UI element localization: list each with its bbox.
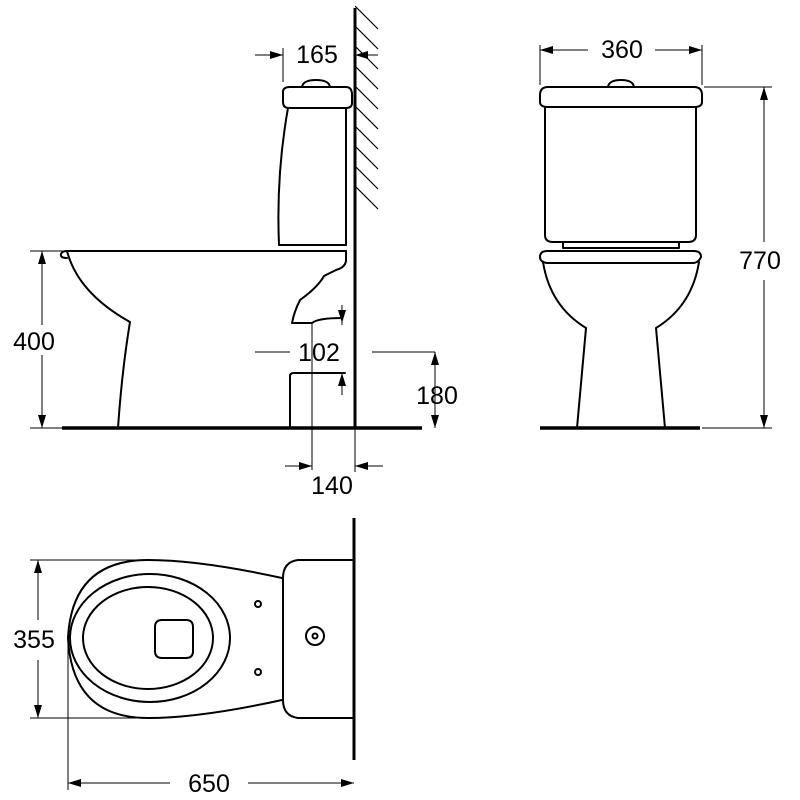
dim-total-height: 770 <box>702 86 781 429</box>
side-view: 165 400 102 180 <box>13 5 458 500</box>
dim-label-355: 355 <box>13 626 55 654</box>
dim-label-140: 140 <box>311 472 353 500</box>
plan-hinge-hole-top <box>254 600 262 608</box>
plan-view: 355 650 <box>13 518 356 798</box>
dim-tank-width: 360 <box>539 36 703 85</box>
dim-label-102: 102 <box>298 339 340 367</box>
dim-total-length: 650 <box>67 640 354 798</box>
dim-label-770: 770 <box>739 247 781 275</box>
dim-label-165: 165 <box>296 41 338 69</box>
dim-outlet-offset: 102 <box>255 305 435 470</box>
dim-seat-height: 400 <box>13 250 65 429</box>
plan-hinge-hole-bottom <box>254 668 262 676</box>
plan-seat-inner <box>82 586 214 690</box>
plan-bowl-rim <box>69 573 231 703</box>
front-seat <box>539 250 702 264</box>
dim-label-400: 400 <box>13 328 55 356</box>
dim-outlet-height: 180 <box>416 352 458 428</box>
plan-flush-button <box>305 626 325 646</box>
dim-outlet-distance: 140 <box>285 428 383 500</box>
plan-drain-opening <box>154 619 194 659</box>
front-flush-button <box>607 79 635 88</box>
dim-label-360: 360 <box>601 36 643 64</box>
plan-flush-button-center <box>311 632 319 640</box>
dim-bowl-width: 355 <box>13 559 148 719</box>
side-cistern-body <box>277 107 347 246</box>
front-cistern-lid <box>539 86 703 108</box>
front-bowl <box>542 261 700 429</box>
wall-hatching <box>355 5 379 210</box>
side-bowl <box>66 250 348 429</box>
side-bowl-rim <box>59 250 68 259</box>
dim-label-180: 180 <box>416 382 458 410</box>
front-cistern-body <box>544 106 697 243</box>
side-outlet <box>289 372 346 429</box>
front-view: 360 770 <box>539 36 781 430</box>
plan-outer-outline <box>67 559 283 719</box>
plan-cistern <box>282 559 353 719</box>
dim-label-650: 650 <box>188 770 230 798</box>
dim-tank-depth: 165 <box>255 41 378 82</box>
side-flush-button <box>301 79 331 88</box>
front-cistern-base <box>562 241 680 249</box>
side-cistern-lid <box>282 86 353 109</box>
